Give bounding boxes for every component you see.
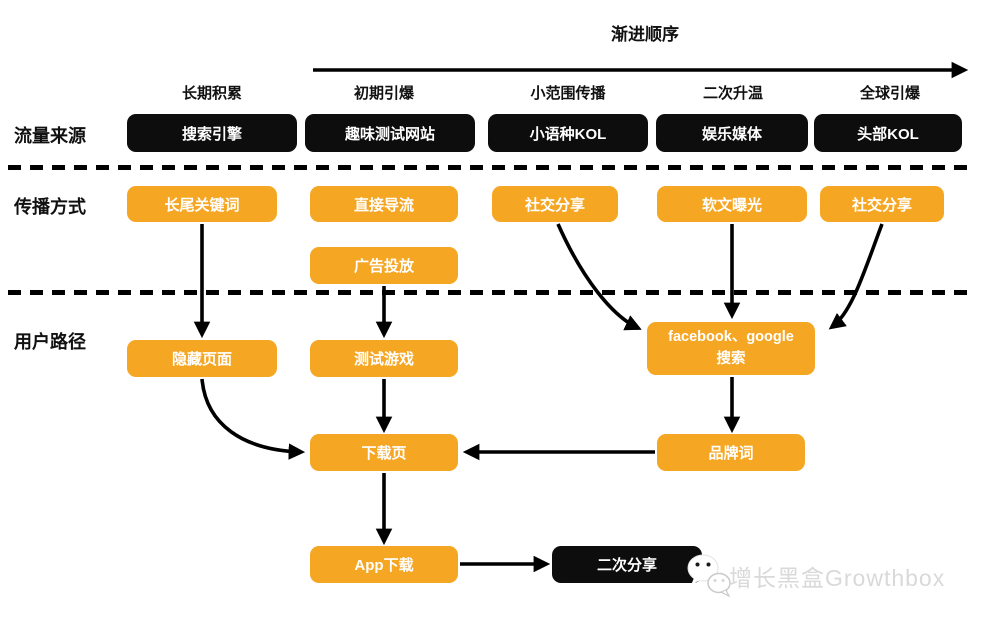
node-fb-google-search: facebook、google 搜索 <box>647 322 815 375</box>
node-top-kol: 头部KOL <box>814 114 962 152</box>
node-social-share-5: 社交分享 <box>820 186 944 222</box>
stage-header-small-spread: 小范围传播 <box>530 85 606 102</box>
node-brand-word: 品牌词 <box>657 434 805 471</box>
node-app-download: App下载 <box>310 546 458 583</box>
node-ad-placement: 广告投放 <box>310 247 458 284</box>
arrow-socialshare3-to-fbgoogle <box>556 223 642 331</box>
fb-google-search-line1: facebook、google <box>668 329 794 346</box>
node-longtail-keywords: 长尾关键词 <box>127 186 277 222</box>
stage-header-accumulation: 长期积累 <box>181 85 242 102</box>
arrow-hiddenpage-to-downloadpage <box>200 378 306 460</box>
stage-header-global-burst: 全球引爆 <box>859 85 920 102</box>
flow-arrows <box>193 223 884 573</box>
stage-header-second-wave: 二次升温 <box>702 85 763 102</box>
node-download-page: 下载页 <box>310 434 458 471</box>
wechat-icon <box>687 554 731 598</box>
diagram-title: 渐进顺序 <box>611 25 679 44</box>
node-test-game: 测试游戏 <box>310 340 458 377</box>
node-minor-language-kol: 小语种KOL <box>488 114 648 152</box>
node-search-engine: 搜索引擎 <box>127 114 297 152</box>
node-soft-article: 软文曝光 <box>657 186 807 222</box>
row-label-spread-method: 传播方式 <box>14 197 86 217</box>
watermark-text: 增长黑盒Growthbox <box>729 565 946 591</box>
row-label-user-path: 用户路径 <box>14 332 86 352</box>
arrow-socialshare5-to-fbgoogle <box>828 223 884 330</box>
node-social-share-3: 社交分享 <box>492 186 618 222</box>
node-entertainment-media: 娱乐媒体 <box>656 114 808 152</box>
fb-google-search-line2: 搜索 <box>716 350 746 367</box>
node-second-share: 二次分享 <box>552 546 702 583</box>
node-hidden-page: 隐藏页面 <box>127 340 277 377</box>
stage-header-initial-burst: 初期引爆 <box>353 85 414 102</box>
node-direct-traffic: 直接导流 <box>310 186 458 222</box>
row-label-traffic-source: 流量来源 <box>14 126 86 146</box>
node-quiz-website: 趣味测试网站 <box>305 114 475 152</box>
